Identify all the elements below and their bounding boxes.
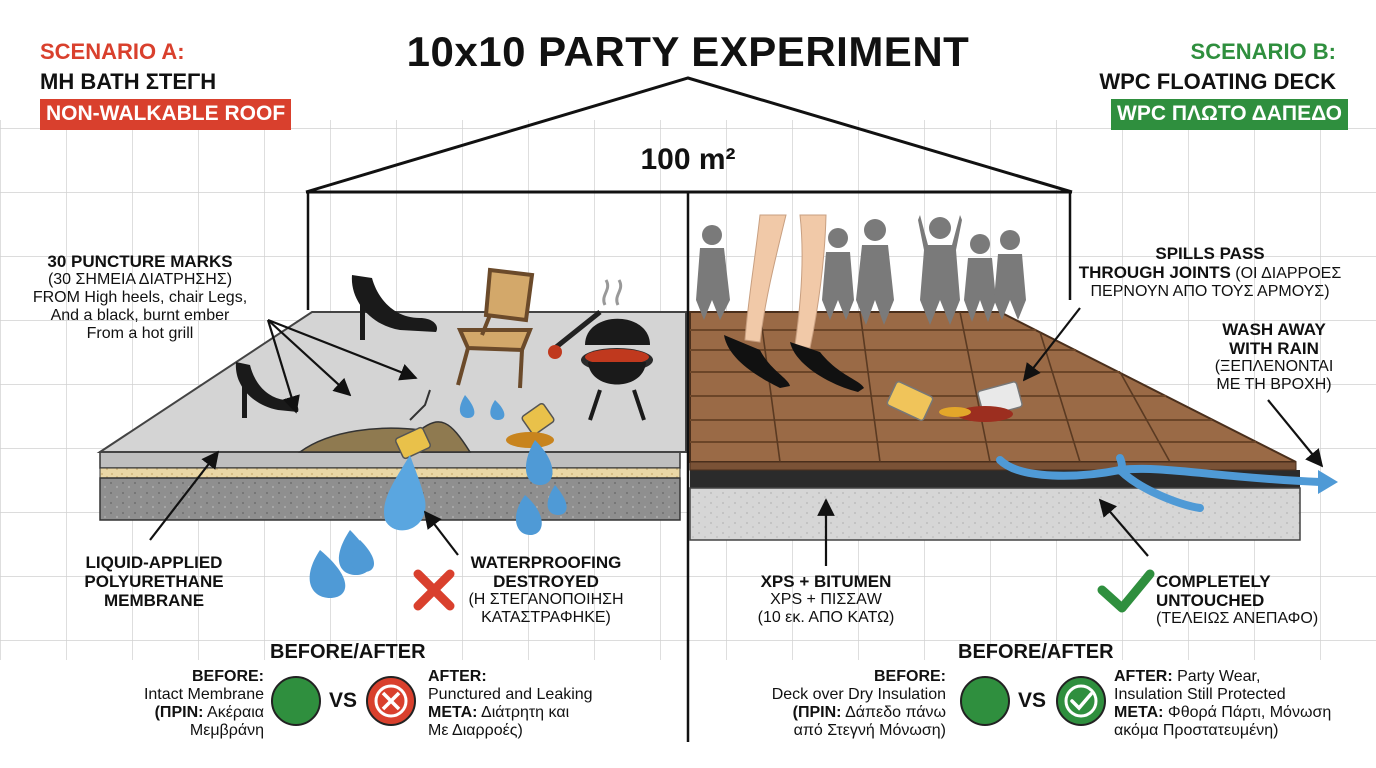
after-text-a: Punctured and Leaking — [428, 686, 593, 704]
untouched-line1: COMPLETELY — [1156, 572, 1271, 591]
after-line2-b: Insulation Still Protected — [1114, 686, 1286, 704]
before-text-b: Deck over Dry Insulation — [771, 686, 946, 704]
heel-icon — [235, 275, 438, 418]
after-greek-label-b: ΜΕΤΑ: — [1114, 704, 1164, 722]
callout-arrows-right — [817, 307, 1324, 566]
scenario-a-heading: SCENARIO A: — [40, 39, 185, 64]
destroyed-line2: DESTROYED — [493, 572, 599, 592]
wash-greek1: (ΞΕΠΛΕΝΟΝΤΑΙ — [1214, 358, 1334, 376]
after-label-b: AFTER: — [1114, 668, 1173, 685]
scenario-b-subtitle: WPC FLOATING DECK — [1099, 69, 1336, 94]
xps-greek: XPS + ΠΙΣΣΑW — [770, 591, 882, 609]
grill-icon — [581, 279, 653, 421]
spilled-cup-left — [394, 402, 555, 460]
scenario-a-subtitle: ΜΗ ΒΑΤΗ ΣΤΕΓΗ — [40, 69, 217, 94]
chair-icon — [456, 267, 535, 389]
before-block-b: BEFORE: Deck over Dry Insulation (ΠΡΙΝ: … — [716, 668, 946, 740]
area-label: 100 m² — [640, 143, 736, 176]
before-greek-text-b: Δάπεδο πάνω — [845, 704, 946, 722]
spills-greek1: (ΟΙ ΔΙΑΡΡΟΕΣ — [1235, 265, 1342, 283]
untouched-callout: COMPLETELY UNTOUCHED (ΤΕΛΕΙΩΣ ΑΝΕΠΑΦΟ) — [1156, 572, 1356, 628]
red-x-icon — [413, 569, 455, 611]
before-after-heading-b: BEFORE/AFTER — [958, 641, 1114, 663]
untouched-line2: UNTOUCHED — [1156, 591, 1265, 611]
membrane-line2: POLYURETHANE — [84, 572, 224, 592]
before-label-a: BEFORE: — [192, 668, 264, 685]
after-label-a: AFTER: — [428, 668, 487, 685]
destroyed-callout: WATERPROOFING DESTROYED (Η ΣΤΕΓΑΝΟΠΟΙΗΣΗ… — [456, 553, 636, 628]
before-greek-text-a: Ακέραια — [207, 704, 264, 722]
spills-callout: SPILLS PASS THROUGH JOINTS (ΟΙ ΔΙΑΡΡΟΕΣ … — [1070, 244, 1350, 301]
callout-arrows-left — [149, 318, 459, 556]
before-greek-line2-a: Μεμβράνη — [189, 722, 264, 740]
wash-line1: WASH AWAY — [1222, 320, 1326, 339]
xps-note: (10 εκ. ΑΠΟ ΚΑΤΩ) — [757, 609, 895, 627]
after-greek-line2-b: ακόμα Προστατευμένη) — [1114, 722, 1279, 740]
destroyed-greek2: ΚΑΤΑΣΤΡΑΦΗΚΕ) — [481, 609, 611, 627]
puncture-line3: From a hot grill — [86, 325, 194, 343]
before-after-heading-a: BEFORE/AFTER — [270, 641, 426, 663]
scenario-b-tag: WPC ΠΛΩΤΟ ΔΑΠΕΔΟ — [1111, 99, 1348, 130]
after-greek-label-a: ΜΕΤΑ: — [428, 704, 478, 722]
green-check-icon — [1097, 569, 1155, 613]
scenario-b-heading: SCENARIO B: — [1190, 39, 1336, 64]
after-block-a: AFTER: Punctured and Leaking ΜΕΤΑ: Διάτρ… — [428, 668, 658, 740]
main-title: 10x10 PARTY EXPERIMENT — [406, 28, 970, 75]
after-x-circle-left — [366, 676, 416, 726]
before-greek-label-a: (ΠΡΙΝ: — [154, 704, 204, 722]
untouched-greek: (ΤΕΛΕΙΩΣ ΑΝΕΠΑΦΟ) — [1156, 610, 1319, 628]
wash-line2: WITH RAIN — [1229, 339, 1319, 359]
before-label-b: BEFORE: — [874, 668, 946, 685]
vs-label-a: VS — [329, 689, 358, 712]
xps-callout: XPS + BITUMEN XPS + ΠΙΣΣΑW (10 εκ. ΑΠΟ Κ… — [736, 572, 916, 627]
spilled-cups-icon — [886, 381, 1023, 422]
after-greek-text-a: Διάτρητη και — [481, 704, 570, 722]
puncture-line2: And a black, burnt ember — [50, 307, 230, 325]
before-greek-label-b: (ΠΡΙΝ: — [792, 704, 842, 722]
puncture-title: 30 PUNCTURE MARKS — [47, 252, 233, 271]
vs-label-b: VS — [1018, 689, 1047, 712]
after-greek-text-b: Φθορά Πάρτι, Μόνωση — [1167, 704, 1332, 722]
spills-line1: SPILLS PASS — [1155, 244, 1265, 263]
before-block-a: BEFORE: Intact Membrane (ΠΡΙΝ: Ακέραια Μ… — [60, 668, 264, 740]
before-greek-line2-b: από Στεγνή Μόνωση) — [793, 722, 946, 740]
before-circle-right — [960, 676, 1010, 726]
after-greek-line2-a: Με Διαρροές) — [428, 722, 523, 740]
dancers-icon — [696, 215, 1026, 325]
wash-callout: WASH AWAY WITH RAIN (ΞΕΠΛΕΝΟΝΤΑΙ ΜΕ ΤΗ Β… — [1196, 320, 1352, 395]
spills-greek2: ΠΕΡΝΟΥΝ ΑΠΟ ΤΟΥΣ ΑΡΜΟΥΣ) — [1090, 283, 1330, 301]
after-text-b: Party Wear, — [1177, 668, 1261, 685]
heels-icon — [724, 214, 864, 392]
membrane-callout: LIQUID-APPLIED POLYURETHANE MEMBRANE — [64, 553, 244, 611]
water-drop-icon — [309, 395, 567, 598]
xps-title: XPS + BITUMEN — [760, 572, 892, 591]
after-check-circle-right — [1056, 676, 1106, 726]
rain-flow-icon — [996, 454, 1324, 512]
after-block-b: AFTER: Party Wear, Insulation Still Prot… — [1114, 668, 1364, 740]
membrane-line1: LIQUID-APPLIED — [85, 553, 223, 572]
puncture-callout: 30 PUNCTURE MARKS (30 ΣΗΜΕΙΑ ΔΙΑΤΡΗΣΗΣ) … — [20, 252, 260, 344]
destroyed-greek1: (Η ΣΤΕΓΑΝΟΠΟΙΗΣΗ — [468, 591, 624, 609]
membrane-line3: MEMBRANE — [103, 591, 205, 611]
before-text-a: Intact Membrane — [143, 686, 264, 704]
destroyed-line1: WATERPROOFING — [470, 553, 622, 572]
scenario-a-tag: NON-WALKABLE ROOF — [40, 99, 292, 130]
tent-outline — [305, 76, 1073, 194]
spills-line2: THROUGH JOINTS — [1078, 263, 1231, 283]
puncture-line1: FROM High heels, chair Legs, — [32, 289, 248, 307]
puncture-greek: (30 ΣΗΜΕΙΑ ΔΙΑΤΡΗΣΗΣ) — [47, 271, 233, 289]
wash-greek2: ΜΕ ΤΗ ΒΡΟΧΗ) — [1216, 376, 1332, 394]
before-circle-left — [271, 676, 321, 726]
